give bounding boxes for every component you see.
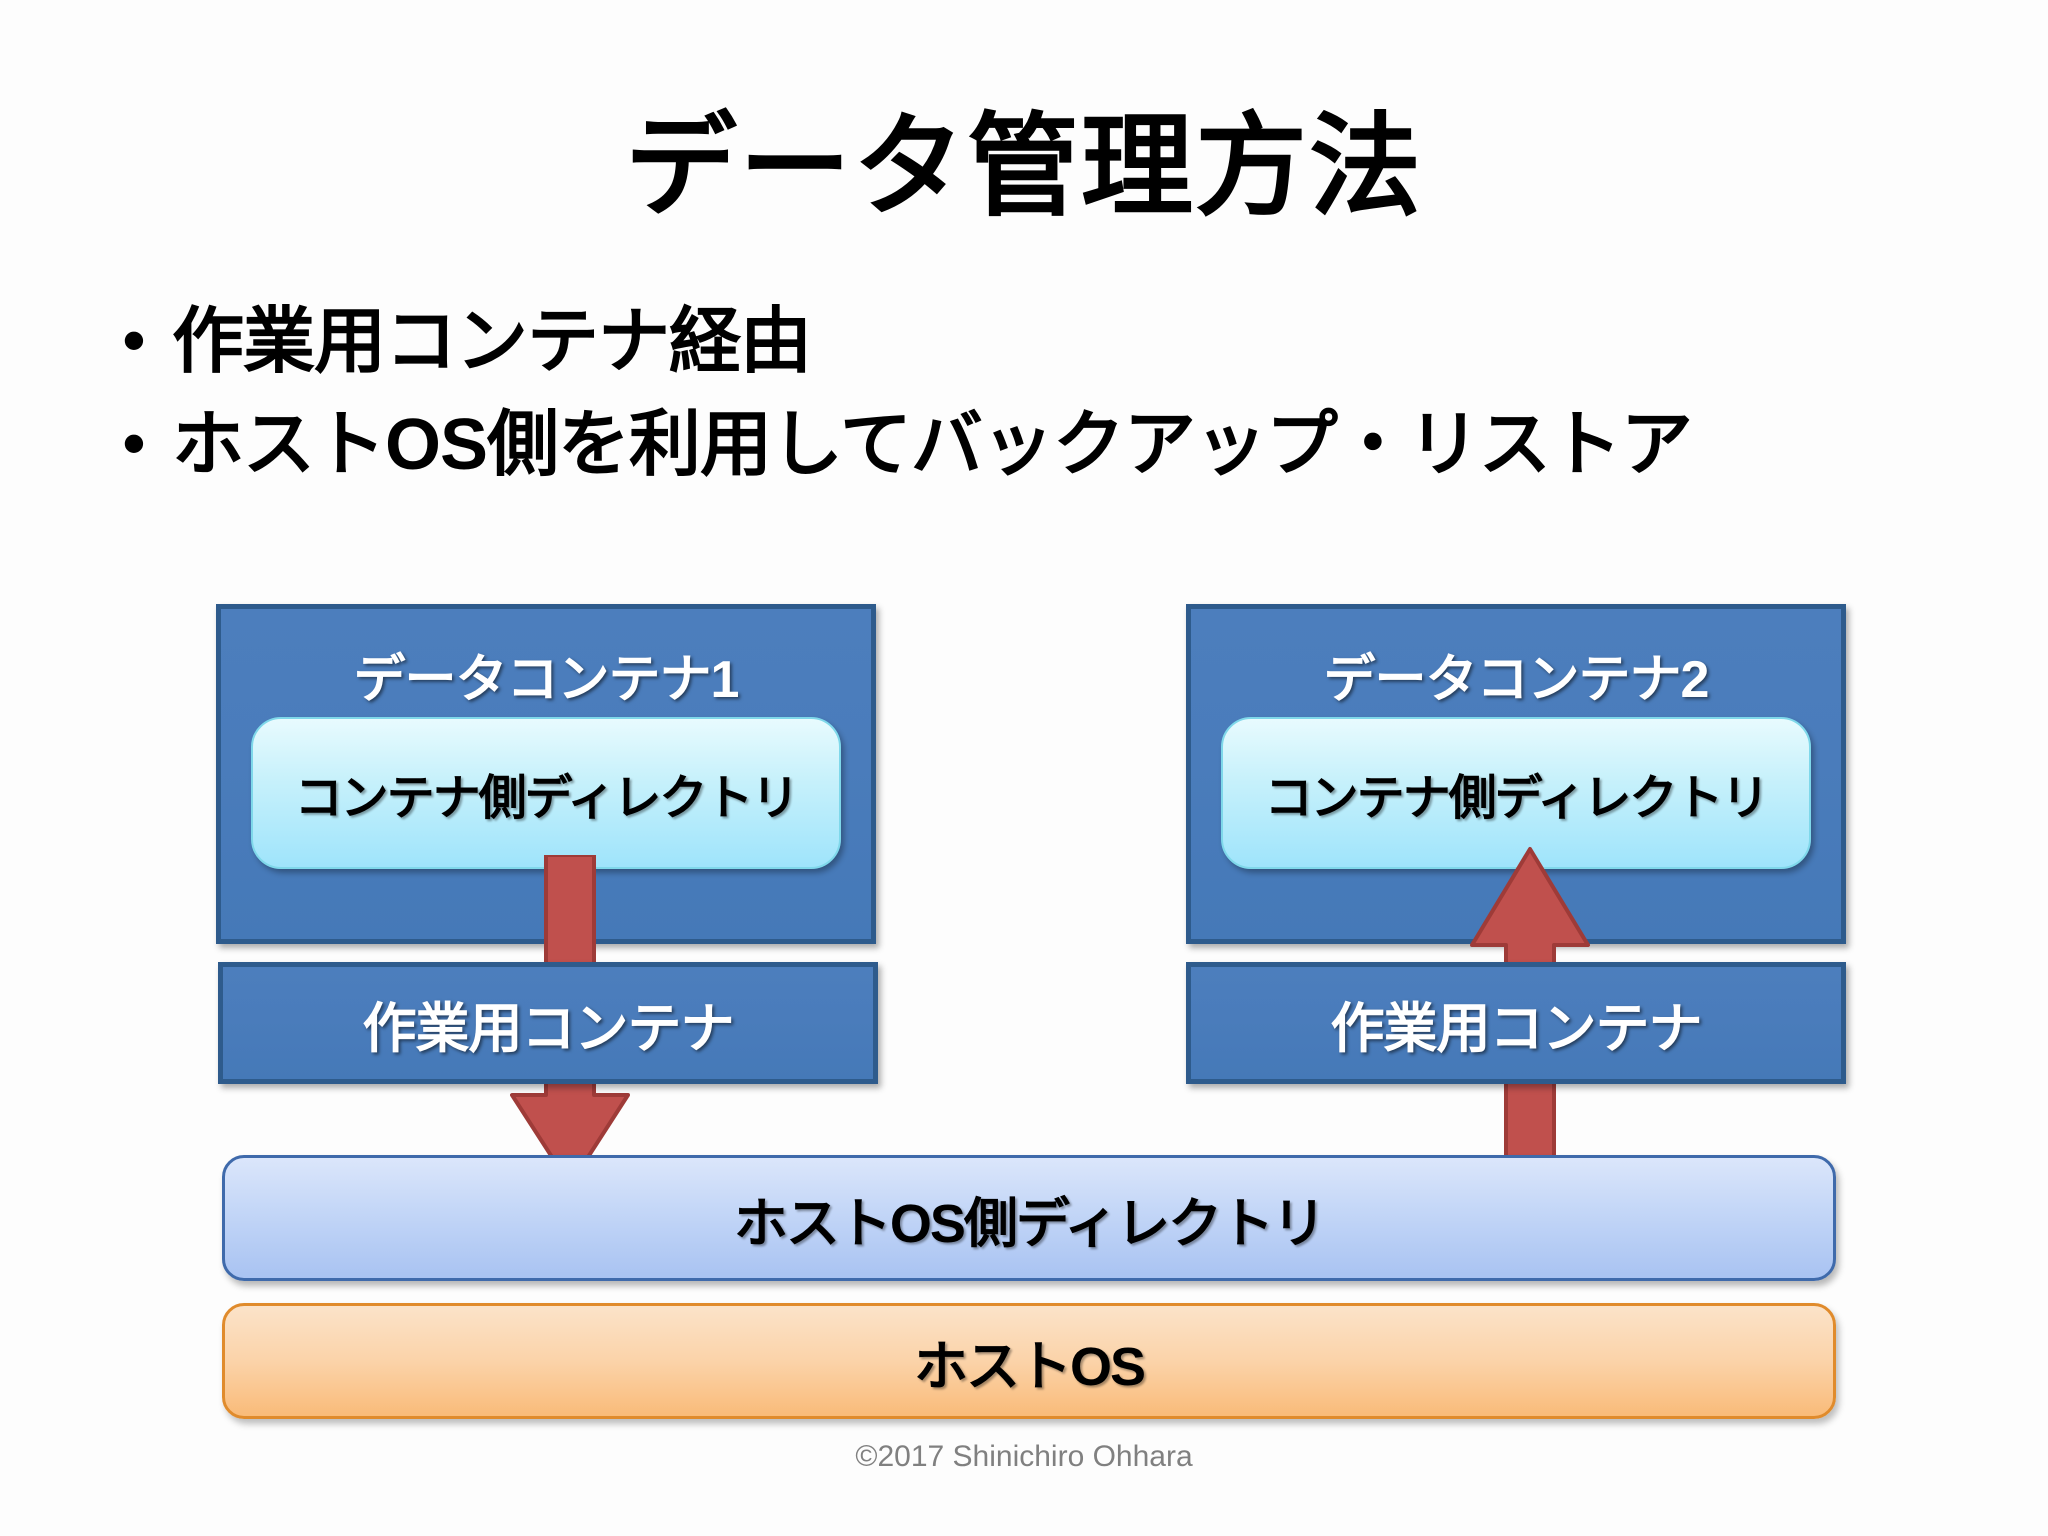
- host-os-directory-label: ホストOS側ディレクトリ: [733, 1193, 1326, 1254]
- work-container-right-label: 作業用コンテナ: [1330, 998, 1703, 1059]
- work-container-left-label: 作業用コンテナ: [362, 998, 735, 1059]
- container-2-directory-box: コンテナ側ディレクトリ: [1221, 717, 1811, 869]
- bullet-dot-icon: •: [122, 304, 146, 376]
- container-1-directory-label: コンテナ側ディレクトリ: [294, 772, 800, 825]
- copyright-footer: ©2017 Shinichiro Ohhara: [855, 1440, 1193, 1473]
- data-container-1-box: データコンテナ1 コンテナ側ディレクトリ: [216, 604, 876, 944]
- data-container-1-title: データコンテナ1: [353, 651, 740, 709]
- work-container-left-box: 作業用コンテナ: [218, 962, 878, 1084]
- container-2-directory-label: コンテナ側ディレクトリ: [1264, 772, 1770, 825]
- bullet-item-1: • 作業用コンテナ経由: [96, 300, 1996, 385]
- bullet-label-1: 作業用コンテナ経由: [172, 302, 812, 382]
- data-container-2-title: データコンテナ2: [1323, 651, 1710, 709]
- host-os-directory-box: ホストOS側ディレクトリ: [222, 1155, 1836, 1281]
- host-os-box: ホストOS: [222, 1303, 1836, 1419]
- bullet-label-2: ホストOS側を利用してバックアップ・リストア: [172, 404, 1693, 485]
- bullet-list: • 作業用コンテナ経由 • ホストOS側を利用してバックアップ・リストア: [96, 300, 1996, 506]
- host-os-label: ホストOS: [913, 1336, 1146, 1397]
- work-container-right-box: 作業用コンテナ: [1186, 962, 1846, 1084]
- container-1-directory-box: コンテナ側ディレクトリ: [251, 717, 841, 869]
- page-title: データ管理方法: [625, 104, 1423, 229]
- bullet-item-2: • ホストOS側を利用してバックアップ・リストア: [96, 403, 1996, 488]
- bullet-dot-icon: •: [122, 406, 146, 479]
